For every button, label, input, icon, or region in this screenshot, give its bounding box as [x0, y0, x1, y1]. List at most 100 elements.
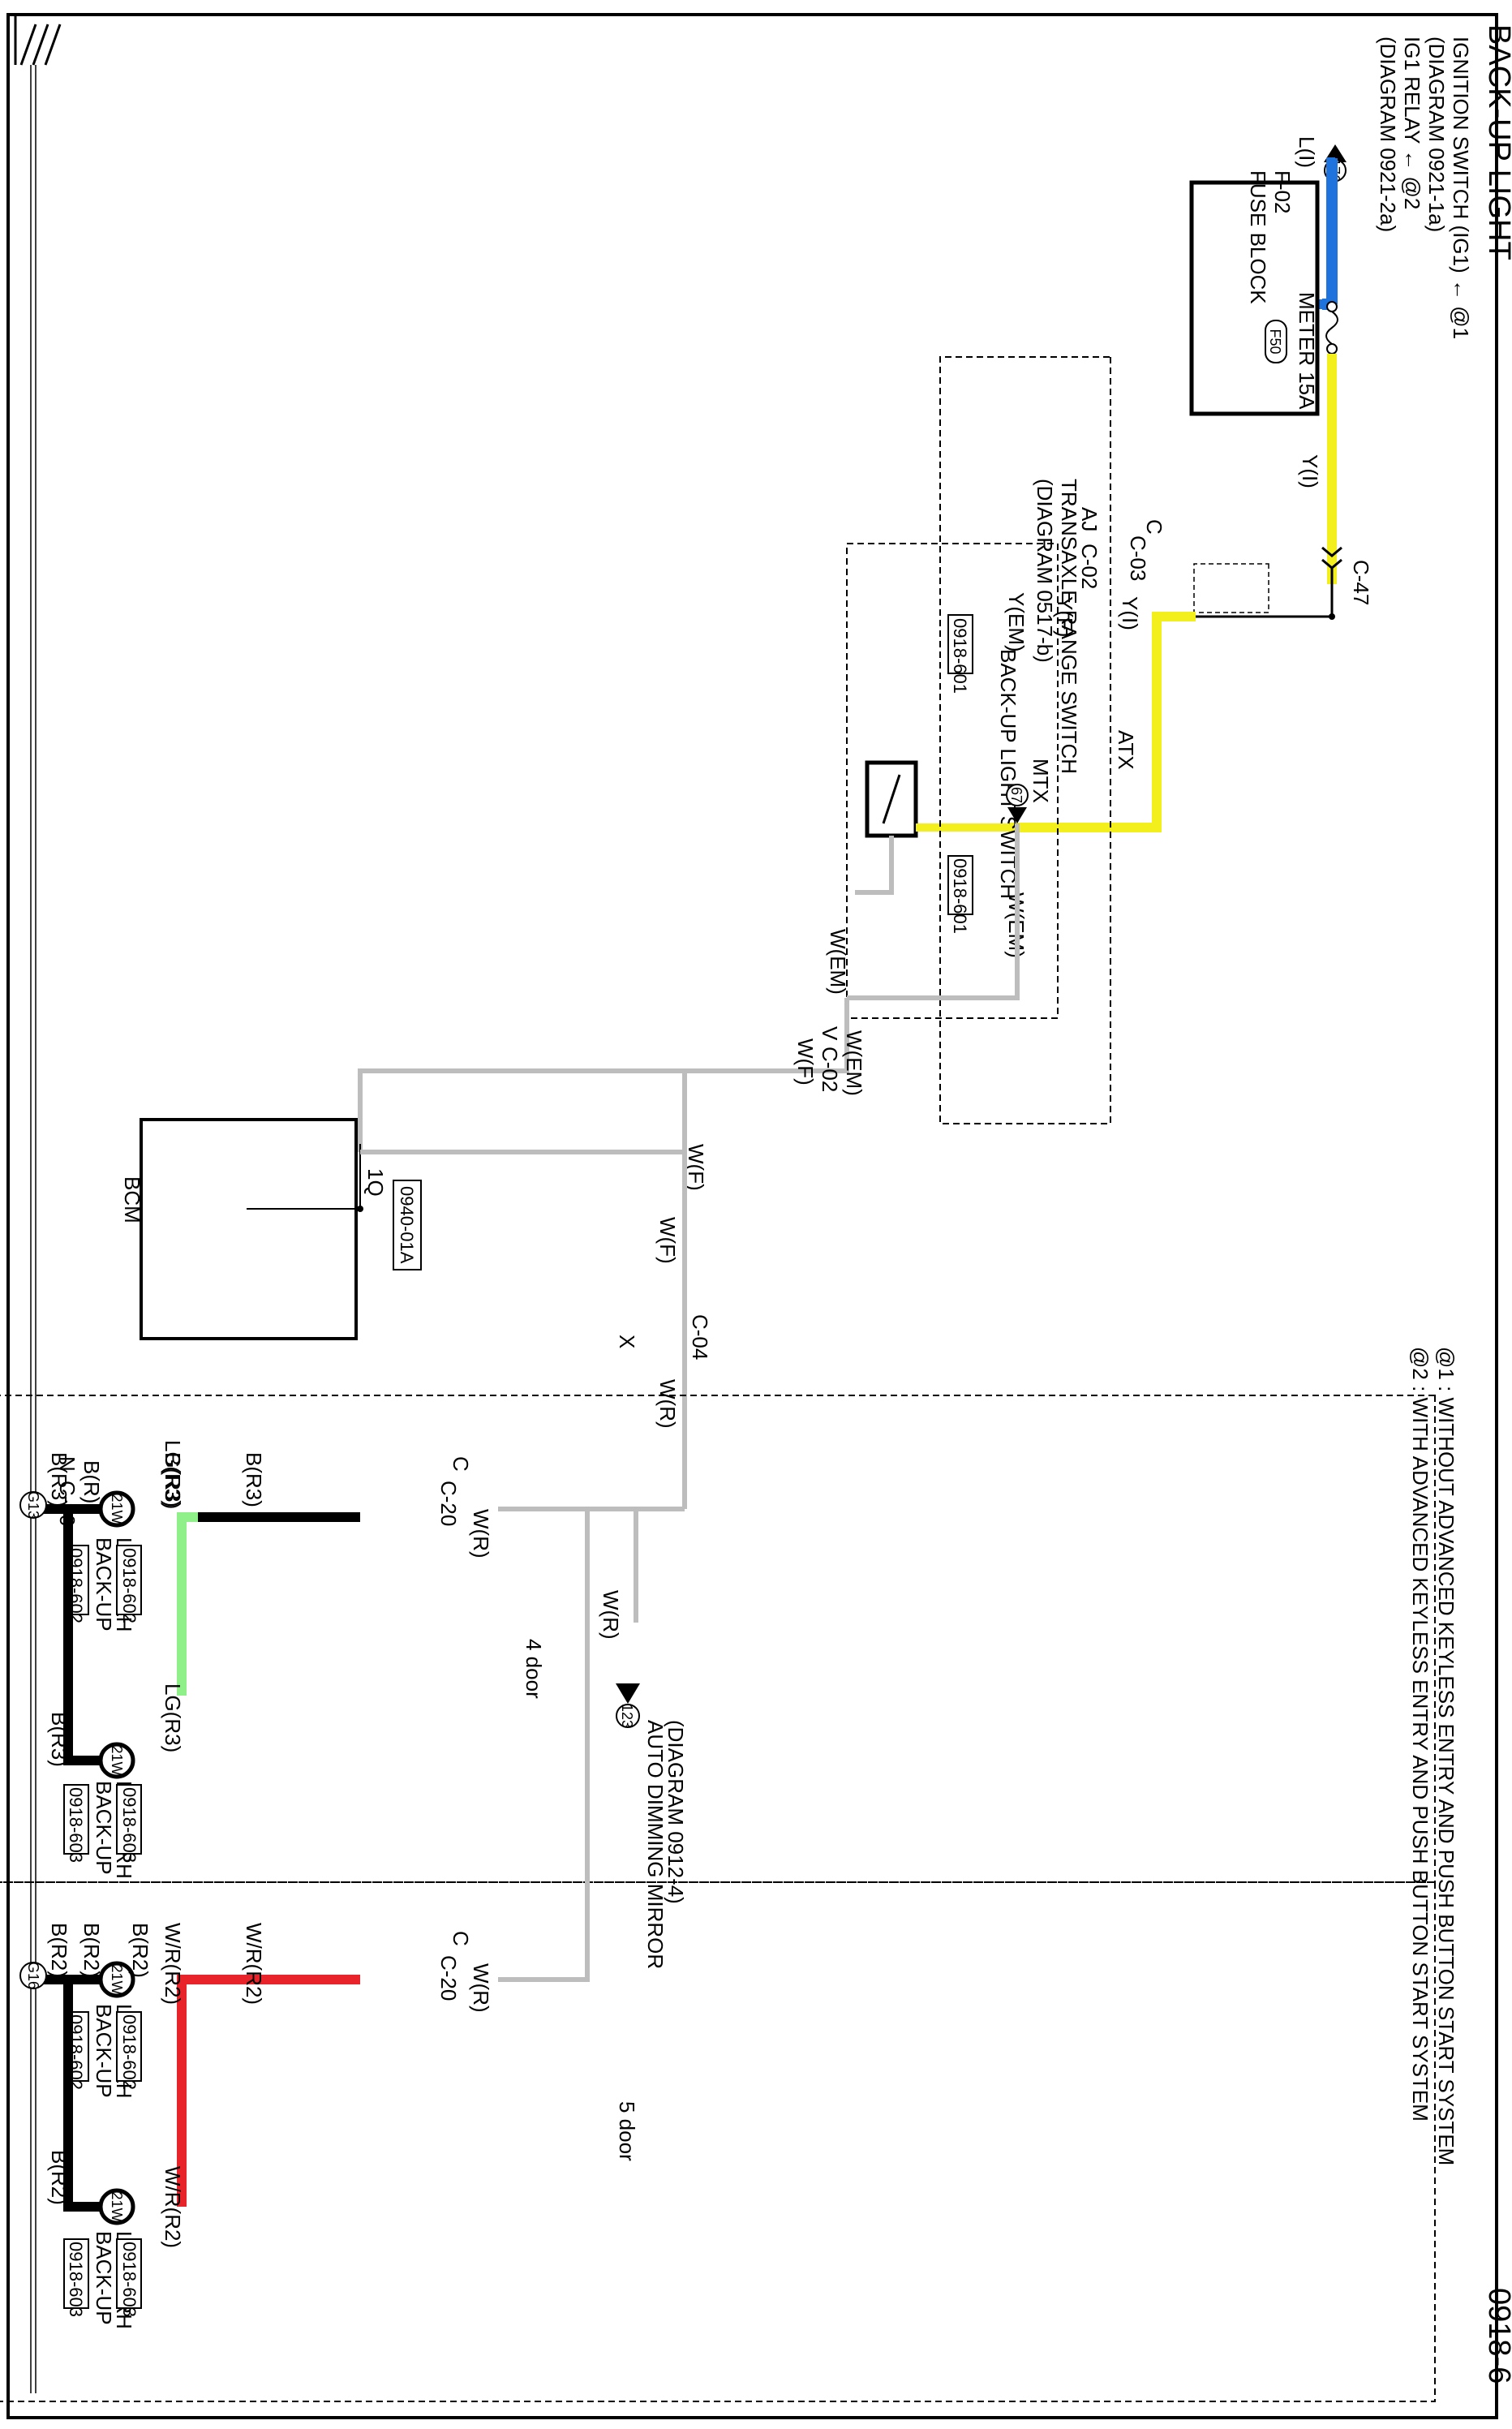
atx-group — [939, 356, 1111, 1124]
wire-label-w-r-4door: W(R) — [469, 1509, 493, 1558]
connector-c47: C-47 — [1349, 560, 1373, 605]
ignition-switch-ref: (DIAGRAM 0921-1a) — [1424, 37, 1449, 232]
connector-c20-ground: C-20 — [55, 1481, 79, 1526]
code-5door-rh-top: 0918-603 — [66, 2242, 86, 2317]
name-4door-lh-1: BACK-UP — [92, 1537, 116, 1632]
wire-label-l-i: L(I) — [1295, 136, 1319, 168]
svg-text:123: 123 — [619, 1704, 635, 1728]
atx-label: ATX — [1114, 730, 1138, 770]
mtx-code-right: 0918-601 — [950, 858, 970, 934]
wire-label-wr-r2-lh: W/R(R2) — [161, 1923, 185, 2005]
wire-label-w-f-bcm: W(F) — [684, 1144, 708, 1191]
svg-text:21W: 21W — [109, 1494, 125, 1524]
wire-label-w-f-trunk: W(F) — [655, 1217, 680, 1264]
four-door-group — [0, 1395, 1436, 1883]
option-note-1: @1 : WITHOUT ADVANCED KEYLESS ENTRY AND … — [1434, 1347, 1458, 2165]
connector-c03: C-03 — [1126, 535, 1150, 581]
wire-label-w-r-trunk: W(R) — [655, 1379, 680, 1429]
wire-label-wr-r2-top: W/R(R2) — [242, 1923, 266, 2005]
connector-c04: C-04 — [688, 1314, 712, 1360]
bulb-5door-rh: 21W — [98, 2188, 135, 2225]
mirror-marker: 123 — [616, 1683, 640, 1728]
fuse-id: F50 — [1267, 329, 1283, 354]
mtx-label: MTX — [1029, 759, 1053, 803]
ground-g16: G16 — [19, 1962, 47, 1989]
svg-text:67: 67 — [1008, 787, 1024, 803]
code-5door-rh-bottom: 0918-603 — [119, 2242, 140, 2317]
svg-text:G13: G13 — [25, 1491, 41, 1519]
mtx-group — [846, 543, 1059, 1019]
wire-label-b-r3-rh: B(R3) — [47, 1712, 71, 1767]
mirror-name: AUTO DIMMING MIRROR — [643, 1720, 668, 1969]
wire-label-b-r: B(R) — [79, 1460, 104, 1503]
fuse-element-icon — [1325, 301, 1338, 355]
atx-marker: 67 — [1006, 784, 1029, 823]
code-4door-lh-bottom: 0918-602 — [119, 1548, 140, 1623]
wire-label-b-r2-mid: B(R2) — [128, 1923, 152, 1978]
atx-switch-name: TRANSAXLE RANGE SWITCH — [1057, 479, 1081, 774]
pin-n: N — [55, 1456, 79, 1472]
bcm-name: BCM — [120, 1176, 144, 1223]
svg-text:21W: 21W — [109, 1745, 125, 1775]
code-4door-rh-bottom: 0918-603 — [119, 1787, 140, 1863]
bulb-5door-lh: 21W — [98, 1961, 135, 1998]
name-5door-rh-1: BACK-UP — [92, 2231, 116, 2325]
pin-c-5door: C — [449, 1931, 473, 1946]
ignition-switch-note: IGNITION SWITCH (IG1) ← @1 — [1449, 37, 1473, 339]
bcm-pin-1q: 1Q — [363, 1168, 388, 1197]
ground-rail — [14, 16, 62, 2393]
bulb-4door-rh: 21W — [98, 1742, 135, 1779]
five-door-label: 5 door — [615, 2101, 639, 2161]
bulb-4door-lh: 21W — [98, 1490, 135, 1528]
code-4door-rh-top: 0918-603 — [66, 1787, 86, 1863]
page-border — [6, 13, 1498, 2419]
wire-white-em — [358, 998, 849, 1152]
wire-label-b-r2-lh: B(R2) — [47, 1923, 71, 1978]
wire-label-b-r3-mid: B(R3) — [161, 1452, 185, 1507]
pin-v: V — [818, 1026, 842, 1041]
wire-label-y-i-1: Y(I) — [1298, 454, 1322, 488]
wire-label-w-em-mtx: W(EM) — [826, 929, 850, 995]
fuse-label: METER 15A — [1295, 292, 1319, 410]
five-door-group — [0, 1881, 1436, 2402]
svg-text:21W: 21W — [109, 2191, 125, 2221]
wire-label-lg-r3-rh: LG(R3) — [161, 1683, 185, 1752]
page-number: 0918-6 — [1482, 2288, 1512, 2384]
fuse-block-code: F-02 — [1270, 170, 1295, 213]
ground-g13: G13 — [19, 1491, 47, 1519]
mirror-ref: (DIAGRAM 0912-4) — [664, 1720, 688, 1904]
mtx-code-left: 0918-601 — [950, 618, 970, 694]
wire-label-w-f-1: W(F) — [793, 1038, 818, 1086]
svg-text:21W: 21W — [109, 1964, 125, 1994]
connector-c20-5door: C-20 — [436, 1955, 461, 2001]
wire-yellow-mid — [1009, 612, 1196, 832]
pin-c-c03: C — [1142, 519, 1166, 535]
name-4door-rh-1: BACK-UP — [92, 1781, 116, 1875]
wire-label-w-r-5door: W(R) — [469, 1963, 493, 2013]
wire-label-b-r2-rh: B(R2) — [47, 2150, 71, 2205]
wire-green-4door — [177, 1512, 198, 1696]
option-note-2: @2 : WITH ADVANCED KEYLESS ENTRY AND PUS… — [1408, 1347, 1433, 2122]
wire-red-5door — [177, 1975, 360, 2207]
wire-label-b-r3-top: B(R3) — [242, 1452, 266, 1507]
bcm-box — [140, 1118, 358, 1340]
pin-c-4door: C — [449, 1456, 473, 1472]
svg-text:G16: G16 — [25, 1962, 41, 1989]
atx-ref: (DIAGRAM 0517-b) — [1033, 479, 1057, 663]
ig1-relay-ref: (DIAGRAM 0921-2a) — [1376, 37, 1400, 232]
fuse-block-name: FUSE BLOCK — [1246, 170, 1270, 304]
code-5door-lh-bottom: 0918-602 — [119, 2014, 140, 2090]
name-5door-lh-1: BACK-UP — [92, 2004, 116, 2098]
wire-label-y-i-2: Y(I) — [1118, 596, 1142, 630]
four-door-label: 4 door — [522, 1639, 546, 1699]
bcm-code: 0940-01A — [397, 1186, 417, 1264]
wire-label-b-r3-lh: B(R3) — [47, 1452, 71, 1507]
pin-x: X — [615, 1335, 639, 1348]
wire-label-y-em: Y(EM) — [1004, 592, 1029, 652]
rotated-content: BACK-UP LIGHT 0918-6 IGNITION SWITCH (IG… — [0, 16, 1512, 2402]
wire-label-wr-r2-rh: W/R(R2) — [161, 2166, 185, 2248]
diagram-title: BACK-UP LIGHT — [1482, 24, 1512, 260]
ig1-relay-note: IG1 RELAY ← @2 — [1400, 37, 1424, 209]
connector-c02-top: C-02 — [1077, 544, 1102, 589]
